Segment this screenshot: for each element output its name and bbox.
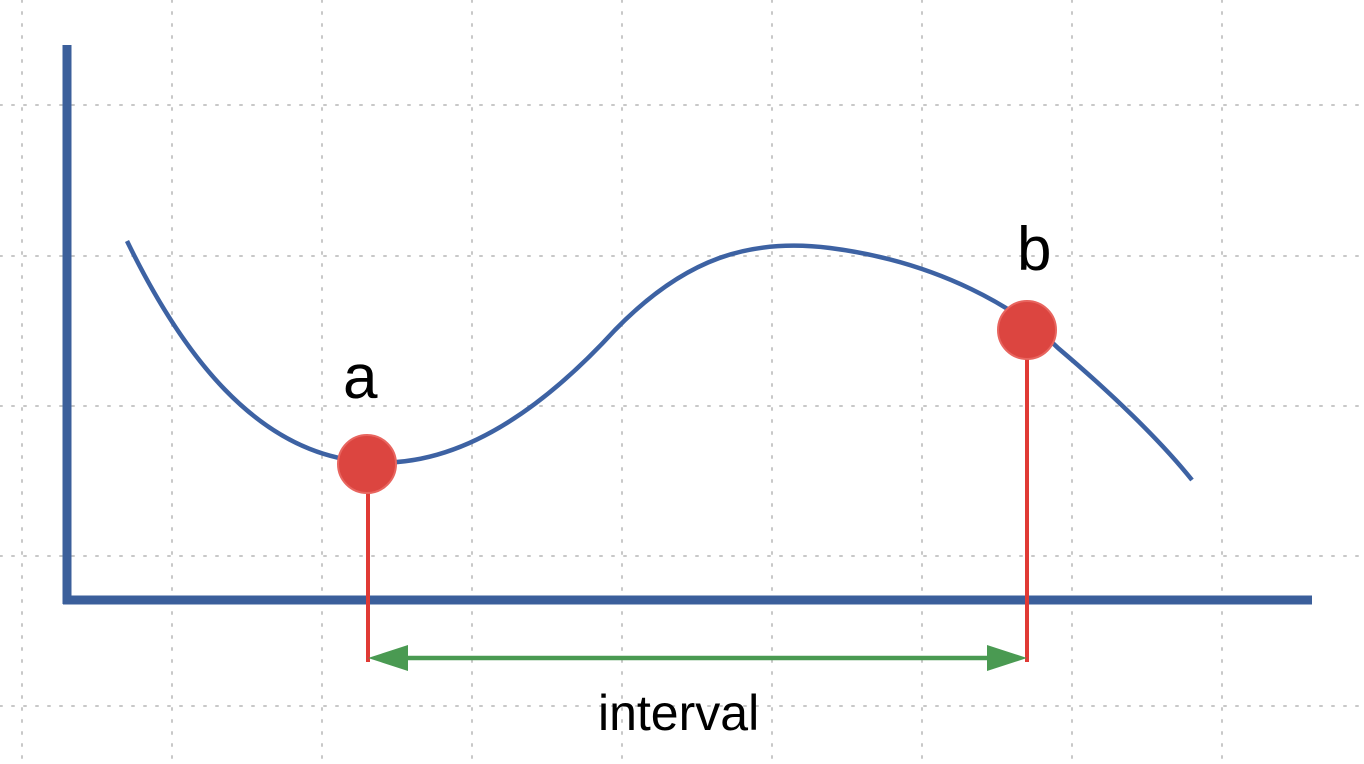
point-a-label: a	[343, 343, 378, 412]
point-b-marker	[997, 300, 1057, 360]
function-curve	[124, 240, 1194, 482]
interval-arrow	[368, 645, 1027, 671]
point-b-label: b	[1017, 215, 1051, 284]
point-a-marker	[337, 434, 397, 494]
interval-arrow-head-right	[987, 645, 1027, 671]
interval-label: interval	[598, 685, 759, 741]
interval-arrow-head-left	[368, 645, 408, 671]
